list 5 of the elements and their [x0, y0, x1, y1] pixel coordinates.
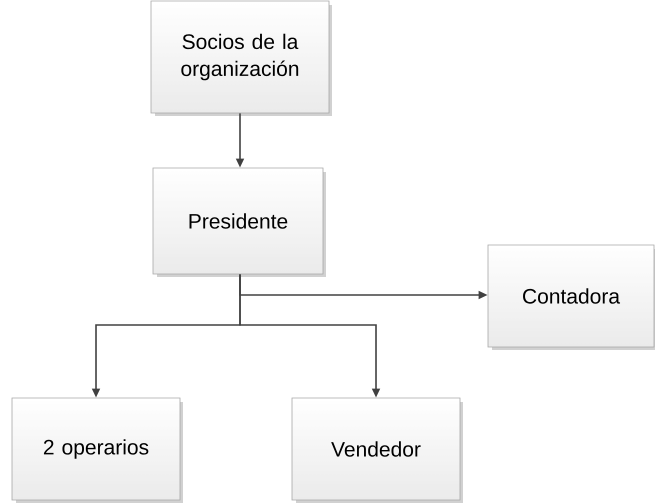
org-box: Presidente	[152, 168, 326, 277]
org-box: Socios de la organización	[150, 0, 332, 116]
org-box: 2 operarios	[12, 398, 183, 503]
org-box: Contadora	[488, 244, 655, 350]
org-box: Vendedor	[292, 398, 463, 503]
